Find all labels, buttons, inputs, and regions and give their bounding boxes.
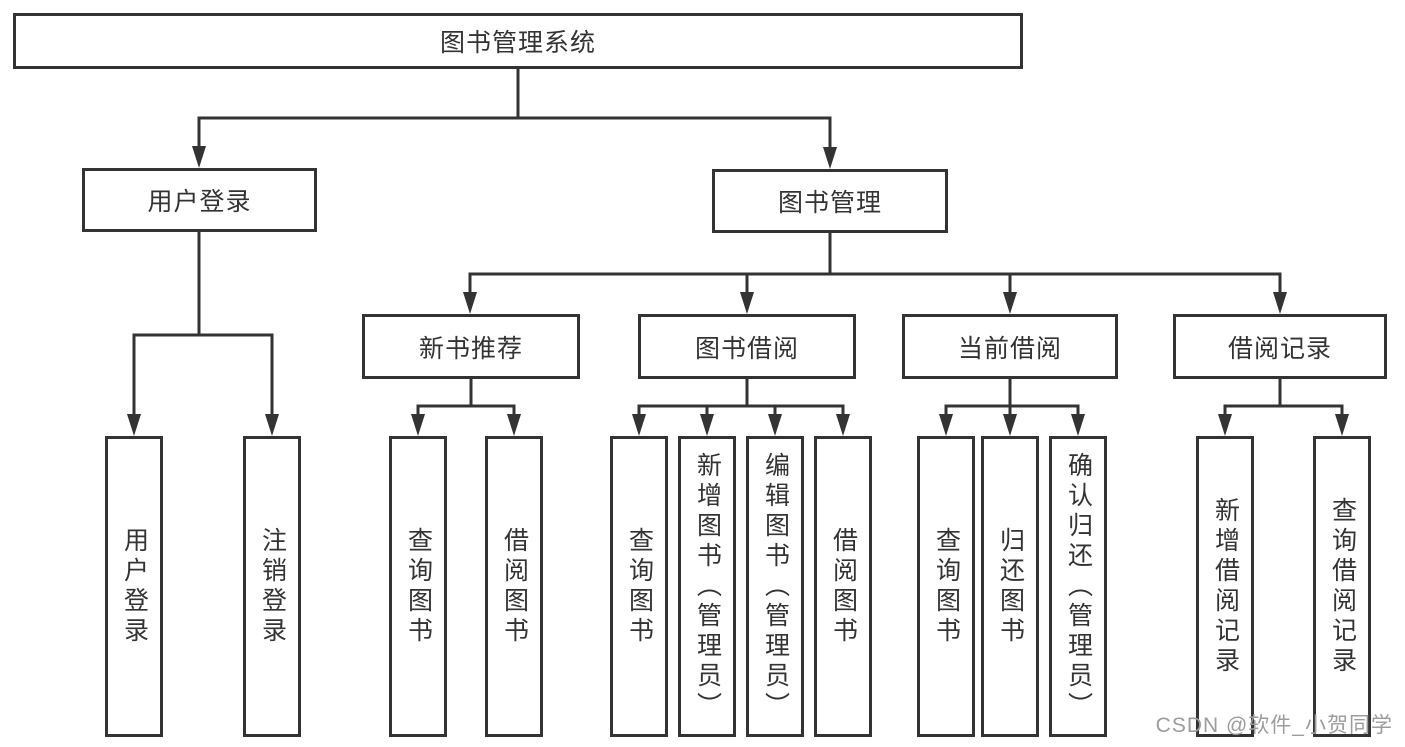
leaf-query-books: 查询图书	[389, 436, 447, 737]
node-borrowing-records-label: 借阅记录	[1227, 334, 1332, 363]
leaf-borrow-books-2-label: 借阅图书	[829, 526, 858, 647]
leaf-logout: 注销登录	[243, 436, 301, 737]
leaf-logout-label: 注销登录	[258, 526, 287, 647]
leaf-edit-books-admin: 编辑图书（管理员）	[746, 436, 804, 737]
leaf-query-books-3-label: 查询图书	[932, 526, 961, 647]
leaf-add-books-admin-label: 新增图书（管理员）	[693, 451, 722, 722]
leaf-user-login: 用户登录	[105, 436, 163, 737]
leaf-query-books-2: 查询图书	[610, 436, 668, 737]
leaf-query-books-3: 查询图书	[917, 436, 975, 737]
node-root: 图书管理系统	[13, 13, 1023, 69]
leaf-return-books-label: 归还图书	[996, 526, 1025, 647]
leaf-borrow-books-label: 借阅图书	[500, 526, 529, 647]
leaf-return-books: 归还图书	[981, 436, 1039, 737]
node-borrowing-records: 借阅记录	[1173, 314, 1387, 379]
leaf-confirm-return-admin: 确认归还（管理员）	[1049, 436, 1107, 737]
node-book-borrowing-label: 图书借阅	[694, 334, 799, 363]
leaf-add-borrow-record-label: 新增借阅记录	[1211, 496, 1240, 677]
node-book-borrowing: 图书借阅	[638, 314, 856, 379]
leaf-add-books-admin: 新增图书（管理员）	[678, 436, 736, 737]
node-new-book-recommendation-label: 新书推荐	[418, 334, 523, 363]
leaf-query-books-label: 查询图书	[404, 526, 433, 647]
node-root-label: 图书管理系统	[439, 29, 596, 57]
node-user-login-label: 用户登录	[147, 188, 252, 216]
leaf-query-books-2-label: 查询图书	[625, 526, 654, 647]
leaf-user-login-label: 用户登录	[120, 526, 149, 647]
csdn-watermark: CSDN @软件_小贺同学	[1155, 714, 1393, 737]
node-user-login: 用户登录	[82, 168, 317, 232]
leaf-add-borrow-record: 新增借阅记录	[1196, 436, 1254, 737]
leaf-borrow-books-2: 借阅图书	[814, 436, 872, 737]
arrowheads	[127, 146, 1349, 436]
node-current-borrowing: 当前借阅	[902, 314, 1118, 379]
leaf-edit-books-admin-label: 编辑图书（管理员）	[761, 451, 790, 722]
leaf-query-borrow-record: 查询借阅记录	[1313, 436, 1371, 737]
node-book-management: 图书管理	[712, 169, 948, 233]
leaf-confirm-return-admin-label: 确认归还（管理员）	[1064, 451, 1093, 722]
node-new-book-recommendation: 新书推荐	[362, 314, 580, 379]
leaf-query-borrow-record-label: 查询借阅记录	[1328, 496, 1357, 677]
node-book-management-label: 图书管理	[777, 189, 882, 217]
node-current-borrowing-label: 当前借阅	[957, 334, 1062, 363]
leaf-borrow-books: 借阅图书	[485, 436, 543, 737]
